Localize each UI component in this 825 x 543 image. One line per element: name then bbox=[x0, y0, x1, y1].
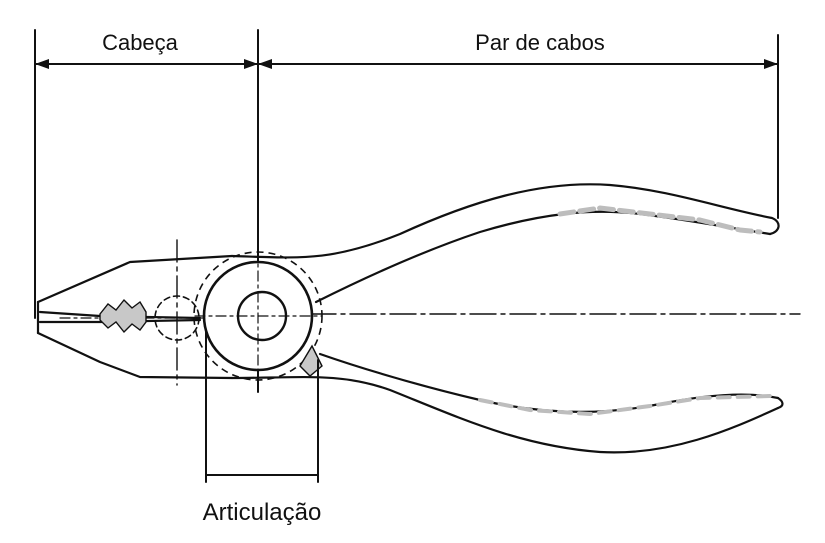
lower-handle-shading bbox=[478, 394, 772, 416]
lower-handle-tip bbox=[776, 396, 784, 410]
arrowhead-left bbox=[35, 59, 49, 69]
label-head: Cabeça bbox=[102, 30, 179, 55]
upper-handle-shading bbox=[557, 205, 763, 235]
arrowhead-handles-left bbox=[258, 59, 272, 69]
lower-handle-outer bbox=[230, 375, 780, 454]
upper-handle bbox=[230, 183, 780, 304]
jaw-bottom-outline bbox=[36, 331, 234, 380]
arrowhead-right bbox=[764, 59, 778, 69]
jaw-top-outline bbox=[36, 254, 234, 304]
joint-assembly bbox=[193, 249, 323, 381]
label-joint: Articulação bbox=[203, 499, 322, 526]
label-handles: Par de cabos bbox=[475, 30, 605, 55]
lower-handle-inner bbox=[318, 352, 780, 413]
arrowhead-head-right bbox=[244, 59, 258, 69]
upper-handle-inner bbox=[314, 210, 772, 304]
jaw-serration-shading bbox=[99, 298, 147, 334]
dimension-arrowheads bbox=[35, 59, 778, 69]
upper-handle-outer bbox=[230, 183, 780, 259]
joint-shaded-wedge bbox=[299, 344, 323, 377]
top-dimension-lines bbox=[34, 29, 779, 393]
jaw-inner-bottom bbox=[38, 318, 202, 324]
joint-dimension bbox=[205, 329, 319, 483]
pliers-head bbox=[36, 254, 234, 380]
lower-handle bbox=[230, 352, 784, 454]
